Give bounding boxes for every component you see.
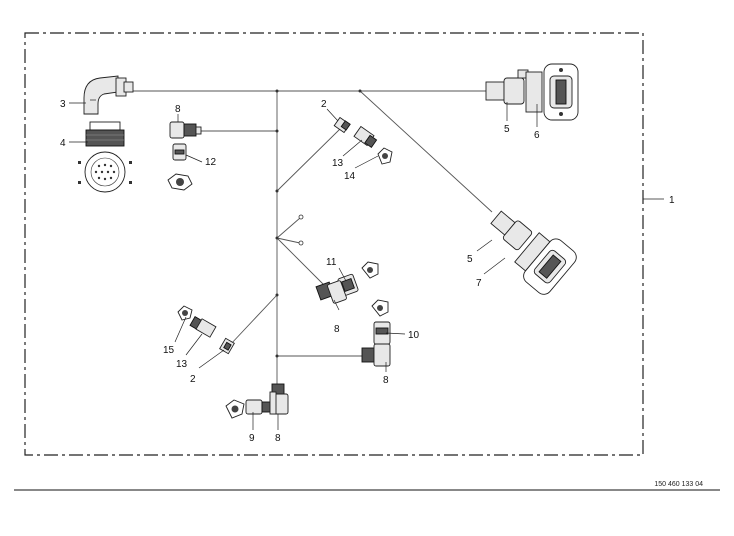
assembly-boundary — [24, 32, 644, 456]
socket-part-6 — [525, 63, 579, 121]
socket-part-7 — [514, 232, 577, 295]
cap-near-part-10 — [371, 299, 389, 317]
callout-12: 12 — [205, 157, 217, 168]
connector-part-8-bottom — [269, 383, 289, 415]
connector-part-12 — [172, 143, 187, 161]
cap-near-part-11 — [361, 261, 379, 279]
cap-bottom-left — [225, 399, 245, 419]
callout-2-top: 2 — [321, 99, 327, 110]
callout-numbers: 1 3 4 8 12 2 13 14 5 6 5 7 11 8 15 13 2 … — [60, 99, 675, 444]
socket-part-5-lower — [490, 210, 533, 251]
elbow-connector-part-3 — [83, 75, 134, 115]
callout-5-top: 5 — [504, 124, 510, 135]
callout-2-lower: 2 — [190, 374, 196, 385]
callout-15: 15 — [163, 345, 175, 356]
callout-11: 11 — [326, 257, 337, 268]
callout-14: 14 — [344, 171, 356, 182]
callout-13-top: 13 — [332, 158, 344, 169]
callout-10: 10 — [408, 330, 420, 341]
callout-7: 7 — [476, 278, 482, 289]
cap-part-14 — [377, 147, 393, 165]
callout-5-lower: 5 — [467, 254, 473, 265]
cap-near-part-12 — [167, 173, 193, 191]
connector-part-2-lower — [219, 337, 235, 355]
callout-6: 6 — [534, 130, 540, 141]
callout-9: 9 — [249, 433, 255, 444]
callout-leaders — [69, 102, 664, 430]
callout-8-bottom: 8 — [275, 433, 281, 444]
socket-part-5-top — [485, 69, 529, 105]
callout-8-lower-right: 8 — [383, 375, 389, 386]
connector-part-13-lower — [189, 316, 217, 338]
connector-part-9 — [245, 399, 271, 415]
callout-1: 1 — [669, 195, 675, 206]
connector-part-8-middle — [315, 280, 347, 304]
connector-part-2-top — [333, 116, 351, 134]
harness-wires — [133, 89, 495, 398]
callout-4: 4 — [60, 138, 66, 149]
connector-part-8-lower-right — [361, 343, 391, 367]
callout-3: 3 — [60, 99, 66, 110]
cap-part-15 — [177, 305, 193, 321]
connector-part-8-top — [169, 121, 202, 139]
callout-8-middle: 8 — [334, 324, 340, 335]
callout-13-lower: 13 — [176, 359, 188, 370]
callout-8-top: 8 — [175, 104, 181, 115]
round-connector-part-4 — [78, 121, 132, 193]
document-number: 150 460 133 04 — [654, 481, 703, 488]
